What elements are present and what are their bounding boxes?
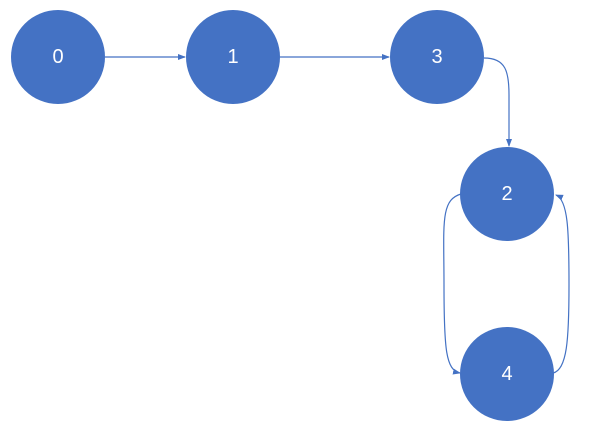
node-1: 1 [186, 10, 280, 104]
edges [105, 54, 570, 375]
node-2: 2 [460, 147, 554, 241]
node-3-label: 3 [431, 46, 442, 68]
node-4-circle [460, 327, 554, 421]
node-0-circle [11, 10, 105, 104]
node-3-circle [390, 10, 484, 104]
node-1-label: 1 [227, 46, 238, 68]
edge-3-to-2 [483, 57, 512, 147]
node-1-circle [186, 10, 280, 104]
node-0-label: 0 [52, 46, 63, 68]
edge-2-to-4 [443, 193, 462, 375]
node-2-label: 2 [501, 183, 512, 205]
node-2-circle [460, 147, 554, 241]
node-3: 3 [390, 10, 484, 104]
node-4-label: 4 [501, 363, 512, 385]
node-0: 0 [11, 10, 105, 104]
node-4: 4 [460, 327, 554, 421]
edge-4-to-2 [552, 194, 570, 374]
